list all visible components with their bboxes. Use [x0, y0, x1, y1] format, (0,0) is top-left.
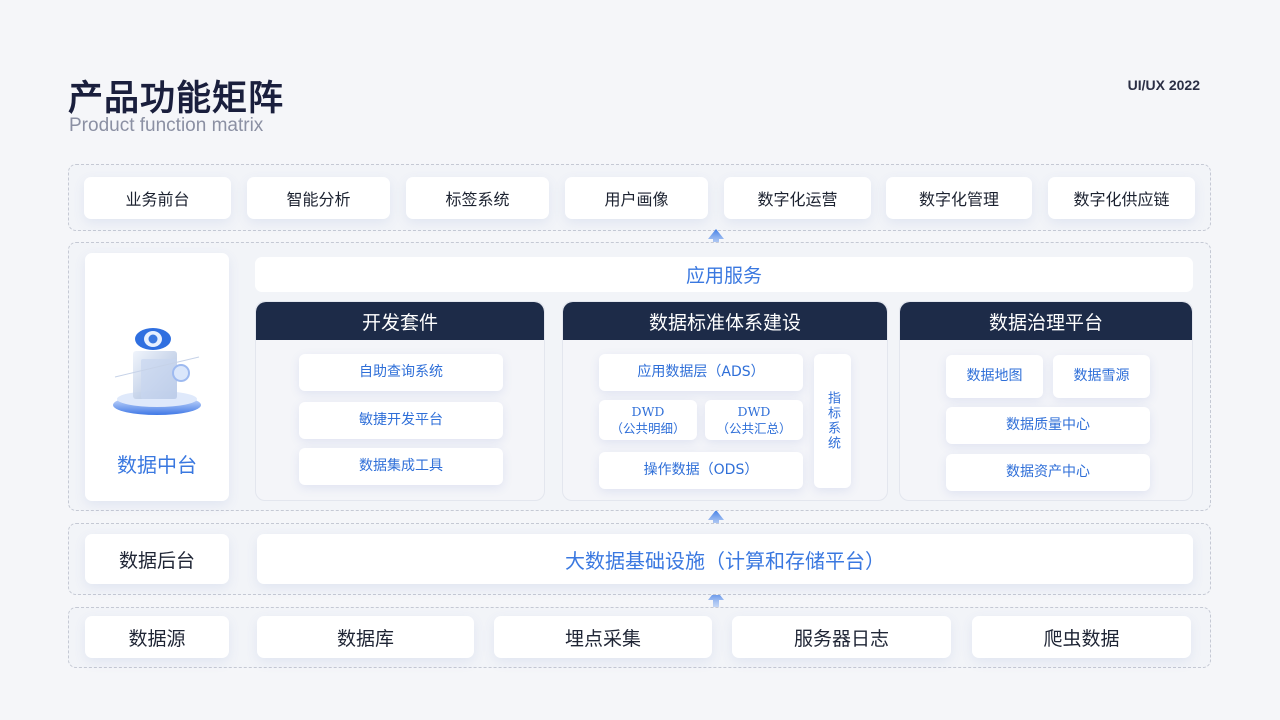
up-arrow-icon — [708, 510, 724, 534]
business-item: 数字化供应链 — [1048, 177, 1195, 219]
dev-kit-item: 敏捷开发平台 — [299, 402, 503, 439]
business-item: 业务前台 — [84, 177, 231, 219]
governance-item: 数据雪源 — [1053, 355, 1150, 398]
application-service-bar: 应用服务 — [255, 257, 1193, 292]
ods-layer: 操作数据（ODS） — [599, 452, 803, 489]
business-item: 标签系统 — [406, 177, 549, 219]
business-item: 智能分析 — [247, 177, 390, 219]
dwd-detail-layer: DWD （公共明细） — [599, 400, 697, 440]
version-tag: UI/UX 2022 — [1127, 77, 1200, 93]
governance-item: 数据资产中心 — [946, 454, 1150, 491]
backend-label: 数据后台 — [85, 534, 229, 584]
source-item: 服务器日志 — [732, 616, 951, 658]
business-item: 数字化管理 — [886, 177, 1032, 219]
dev-kit-title: 开发套件 — [256, 302, 544, 340]
infrastructure-bar: 大数据基础设施（计算和存储平台） — [257, 534, 1193, 584]
data-standard-title: 数据标准体系建设 — [563, 302, 887, 340]
source-item: 爬虫数据 — [972, 616, 1191, 658]
page-subtitle: Product function matrix — [69, 115, 264, 136]
page-title: 产品功能矩阵 — [68, 79, 285, 119]
source-label: 数据源 — [85, 616, 229, 658]
data-platform-label: 数据中台 — [117, 453, 197, 477]
governance-item: 数据质量中心 — [946, 407, 1150, 444]
business-item: 用户画像 — [565, 177, 708, 219]
dev-kit-item: 自助查询系统 — [299, 354, 503, 391]
source-item: 数据库 — [257, 616, 474, 658]
dwd-summary-code: DWD — [737, 404, 771, 419]
data-platform-icon — [113, 328, 201, 415]
governance-panel: 数据治理平台 数据地图 数据雪源 数据质量中心 数据资产中心 — [899, 301, 1193, 501]
dwd-summary-layer: DWD （公共汇总） — [705, 400, 803, 440]
source-item: 埋点采集 — [494, 616, 712, 658]
indicator-system-label: 指标系统 — [825, 391, 840, 451]
data-platform-card: 数据中台 — [85, 253, 229, 501]
up-arrow-icon — [708, 229, 724, 253]
business-item: 数字化运营 — [724, 177, 871, 219]
dwd-summary-desc: （公共汇总） — [716, 421, 792, 436]
ads-layer: 应用数据层（ADS） — [599, 354, 803, 391]
governance-title: 数据治理平台 — [900, 302, 1192, 340]
indicator-system: 指标系统 — [814, 354, 851, 488]
dwd-detail-desc: （公共明细） — [610, 421, 686, 436]
governance-item: 数据地图 — [946, 355, 1043, 398]
dwd-detail-code: DWD — [631, 404, 665, 419]
up-arrow-icon — [708, 590, 724, 614]
dev-kit-panel: 开发套件 自助查询系统 敏捷开发平台 数据集成工具 — [255, 301, 545, 501]
data-standard-panel: 数据标准体系建设 应用数据层（ADS） DWD （公共明细） DWD （公共汇总… — [562, 301, 888, 501]
dev-kit-item: 数据集成工具 — [299, 448, 503, 485]
